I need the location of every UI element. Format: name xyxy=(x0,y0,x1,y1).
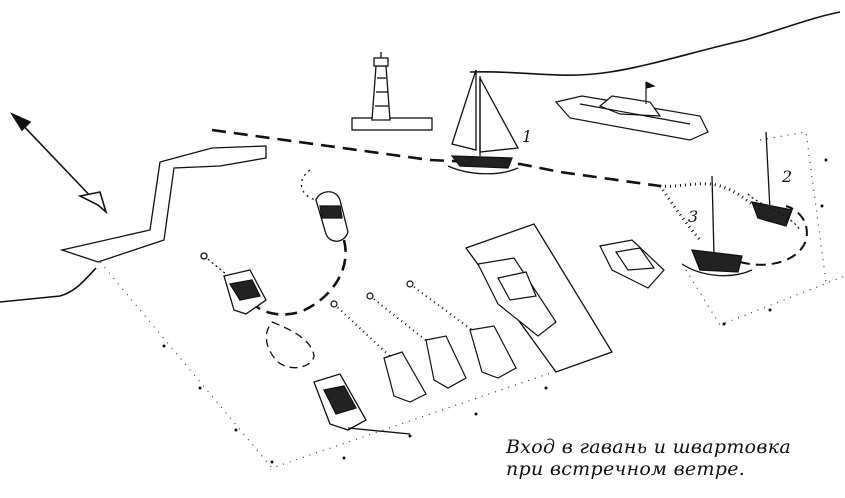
caption-line-1: Вход в гавань и швартовка xyxy=(506,436,792,458)
caption-line-2: при встречном ветре. xyxy=(506,458,746,480)
marker-1: 1 xyxy=(522,127,532,146)
jetty-boats xyxy=(477,239,665,337)
sailboat-3 xyxy=(681,175,753,277)
moored-boats-row xyxy=(330,280,517,403)
course-line-entrance xyxy=(211,128,661,188)
marker-3: 3 xyxy=(688,207,698,226)
wind-arrow-icon xyxy=(9,112,108,215)
figure-caption: Вход в гавань и швартовка при встречном … xyxy=(506,436,836,480)
breakwater-left xyxy=(59,145,267,263)
shoreline-left xyxy=(0,267,97,303)
sailboat-1 xyxy=(447,69,520,175)
harbor-basin xyxy=(99,131,845,469)
motor-ship xyxy=(554,81,709,141)
shoreline-top xyxy=(469,11,841,76)
moored-motorboat-left xyxy=(200,252,267,315)
bollards xyxy=(162,158,828,464)
course-line-sailboats xyxy=(658,182,808,266)
marker-2: 2 xyxy=(781,167,792,186)
moored-motorboat-lower xyxy=(313,373,411,435)
motorboat-maneuvering xyxy=(255,169,349,369)
lighthouse xyxy=(351,52,433,131)
sailboat-2 xyxy=(747,131,801,231)
